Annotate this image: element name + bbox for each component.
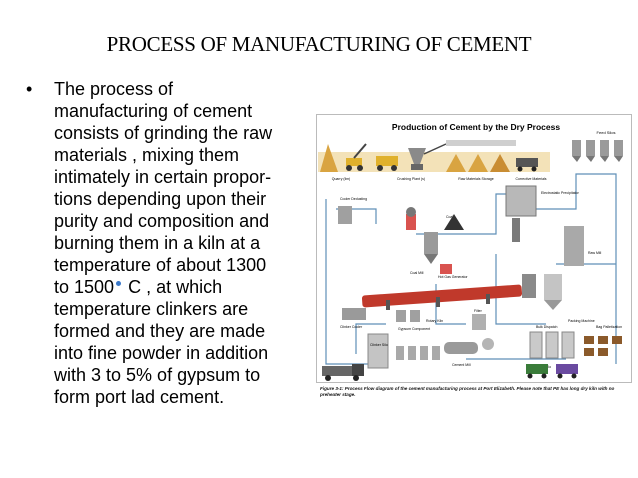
small-silo-row-icon — [396, 346, 440, 360]
rotary-kiln-label: Rotary Kiln — [426, 319, 443, 323]
slide-title: PROCESS OF MANUFACTURING OF CEMENT — [106, 32, 532, 56]
conveyor-icon — [423, 140, 516, 155]
bullet-dot: • — [26, 79, 33, 99]
dump-truck-icon — [376, 156, 398, 171]
bullet-line: burning them in a kiln at a — [54, 233, 261, 253]
cement-truck-icon — [322, 364, 364, 381]
filter-unit — [472, 314, 486, 330]
corrective-truck-icon — [516, 158, 538, 172]
stockpile-icon — [446, 154, 510, 172]
precipitator-label: Electrostatic Precipitator — [541, 191, 580, 195]
bag-pallet-icon — [584, 336, 622, 356]
bullet-line: C , at which — [123, 277, 223, 297]
crushing-label: Crushing Plant (s) — [397, 177, 425, 181]
clinker-cooler-unit — [342, 308, 366, 320]
bullet-line: consists of grinding the raw — [54, 123, 273, 143]
bulk-truck-icon — [526, 364, 578, 379]
filter-label: Filter — [474, 309, 483, 313]
coal-mill-label: Coal Mill — [410, 271, 424, 275]
gypsum-label: Gypsum Component — [398, 327, 430, 331]
bullet-line: manufacturing of cement — [54, 101, 253, 121]
bulk-label: Bulk Dispatch — [536, 325, 557, 329]
bag-label: Bag Palletization — [596, 325, 622, 329]
clinker-silo-unit — [367, 333, 389, 369]
precipitator-unit — [505, 185, 537, 217]
hot-gas-label: Hot Gas Generator — [438, 275, 468, 279]
clinker-cooler-label: Clinker Cooler — [340, 325, 363, 329]
coal-label: Coal — [446, 215, 453, 219]
coal-pile-icon — [444, 214, 464, 230]
homogenizing-silo-icon — [544, 274, 562, 310]
bullet-line: formed and they are made — [54, 321, 266, 341]
crusher-icon — [408, 148, 426, 170]
bullet-text: The process of manufacturing of cement c… — [54, 78, 306, 408]
cement-mill-icon — [444, 338, 494, 354]
cement-silo-icon — [529, 331, 575, 359]
bullet-line: to 1500 — [54, 277, 115, 297]
rotary-kiln-icon — [361, 274, 536, 310]
cooler-dedusting-unit — [338, 206, 352, 224]
bullet-line: materials , mixing them — [54, 145, 240, 165]
hot-gas-generator — [440, 264, 452, 274]
clinker-silo-label: Clinker Silo — [370, 343, 388, 347]
packing-label: Packing Machine — [568, 319, 595, 323]
bullet-line: purity and composition and — [54, 211, 270, 231]
bullet-line: form port lad cement. — [54, 387, 225, 407]
gypsum-bin-icon — [396, 310, 420, 322]
raw-mill-label: Raw Mill — [588, 251, 601, 255]
bullet-line: into fine powder in addition — [54, 343, 269, 363]
degree-mark — [116, 281, 122, 286]
bullet-line: temperature of about 1300 — [54, 255, 267, 275]
raw-mill-unit — [564, 226, 584, 266]
corrective-label: Corrective Materials — [515, 177, 546, 181]
feed-silo-icon — [572, 140, 623, 162]
cement-mill-label: Cement Mill — [452, 363, 471, 367]
bullet-line: with 3 to 5% of gypsum to — [54, 365, 261, 385]
excavator-icon — [346, 143, 367, 171]
bullet-line: intimately in certain propor- — [54, 167, 272, 187]
diagram-caption-container: Figure 3-1: Process Flow diagram of the … — [320, 386, 615, 397]
quarry-pile-icon — [320, 144, 338, 172]
bullet-line: temperature clinkers are — [54, 299, 249, 319]
bullet-line: tions depending upon their — [54, 189, 267, 209]
feed-silos-label: Feed Silos — [597, 130, 616, 135]
bullet-line: The process of — [54, 79, 174, 99]
coal-mill-icon — [406, 207, 438, 264]
bullet-point: • The process of manufacturing of cement… — [26, 78, 306, 408]
diagram-title: Production of Cement by the Dry Process — [392, 122, 560, 132]
stack-icon — [512, 218, 520, 242]
process-flow-diagram: Production of Cement by the Dry Process — [316, 114, 632, 412]
quarry-label: Quarry (lim) — [332, 177, 350, 181]
raw-storage-label: Raw Materials Storage — [458, 177, 493, 181]
cooler-label: Cooler Dedusting — [340, 197, 367, 201]
process-flow-svg: Production of Cement by the Dry Process — [316, 114, 632, 397]
diagram-caption: Figure 3-1: Process Flow diagram of the … — [320, 386, 615, 397]
